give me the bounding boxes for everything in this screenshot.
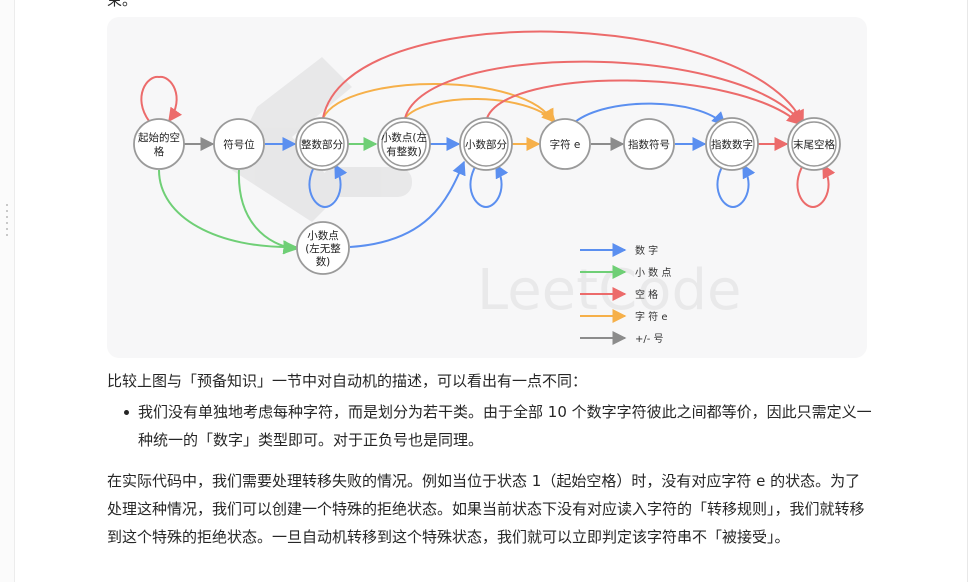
self-loop-integer <box>308 163 348 209</box>
node-sign: 符号位 <box>213 118 265 170</box>
edge-integer-to-e <box>322 83 554 124</box>
node-end-space: 末尾空格 <box>787 117 841 171</box>
legend-label-digit: 数 字 <box>635 244 658 257</box>
node-start-space: 起始的空 格 <box>133 118 185 170</box>
legend-label-point: 小 数 点 <box>635 266 671 279</box>
diagram-svg: LeetCode 起始的空 格 符 <box>133 30 841 345</box>
self-loop-start-space <box>140 75 182 123</box>
node-char-e: 字符 e <box>539 118 591 170</box>
svg-text:整数部分: 整数部分 <box>301 138 343 151</box>
svg-text:指数符号: 指数符号 <box>628 138 670 151</box>
self-loop-exp-number <box>716 163 756 209</box>
legend-label-sign: +/- 号 <box>635 333 664 345</box>
list-item: 我们没有单独地考虑每种字符，而是划分为若干类。由于全部 10 个数字字符彼此之间… <box>107 398 872 454</box>
svg-text:起始的空: 起始的空 <box>138 131 180 144</box>
bullet-dot <box>124 410 129 415</box>
svg-text:(左无整: (左无整 <box>305 242 341 255</box>
node-exp-sign: 指数符号 <box>623 118 675 170</box>
svg-text:格: 格 <box>154 145 165 158</box>
paragraph-comparison: 比较上图与「预备知识」一节中对自动机的描述，可以看出有一点不同： <box>107 372 588 390</box>
node-integer: 整数部分 <box>295 117 349 171</box>
svg-text:末尾空格: 末尾空格 <box>793 138 835 151</box>
svg-text:小数部分: 小数部分 <box>465 138 507 151</box>
watermark-text: LeetCode <box>477 258 741 323</box>
svg-text:数): 数) <box>316 255 331 268</box>
legend: 数 字 小 数 点 空 格 字 符 e +/- 号 <box>580 243 671 345</box>
legend-label-e: 字 符 e <box>635 310 668 323</box>
edge-point-noint-to-fraction <box>349 160 466 248</box>
node-exp-number: 指数数字 <box>705 117 759 171</box>
edge-point-to-e <box>404 98 556 124</box>
edge-start-to-point-noint <box>158 169 298 255</box>
state-machine-diagram: LeetCode 起始的空 格 符 <box>107 17 867 358</box>
svg-text:小数点(左: 小数点(左 <box>381 131 427 144</box>
svg-text:字符 e: 字符 e <box>550 138 581 151</box>
node-point-with-int: 小数点(左 有整数) <box>377 117 431 171</box>
resize-handle[interactable] <box>5 204 9 248</box>
svg-text:指数数字: 指数数字 <box>711 138 753 151</box>
edge-sign-to-point-noint <box>237 169 298 255</box>
node-point-no-int: 小数点 (左无整 数) <box>296 221 350 275</box>
paragraph-implementation: 在实际代码中，我们需要处理转移失败的情况。例如当位于状态 1（起始空格）时，没有… <box>107 472 865 546</box>
list-item-text: 我们没有单独地考虑每种字符，而是划分为若干类。由于全部 10 个数字字符彼此之间… <box>138 403 872 449</box>
bullet-list: 我们没有单独地考虑每种字符，而是划分为若干类。由于全部 10 个数字字符彼此之间… <box>107 398 872 454</box>
edge-point-to-end <box>404 60 803 125</box>
node-fraction: 小数部分 <box>459 117 513 171</box>
self-loop-fraction <box>469 163 509 209</box>
left-gutter <box>0 0 15 582</box>
legend-label-space: 空 格 <box>635 288 658 301</box>
svg-text:有整数): 有整数) <box>386 145 422 158</box>
svg-text:小数点: 小数点 <box>307 229 339 242</box>
svg-text:符号位: 符号位 <box>223 138 255 151</box>
clipped-text-line: 束。 <box>107 0 138 9</box>
edge-fraction-to-end <box>486 79 802 125</box>
edge-integer-to-end <box>322 30 804 125</box>
self-loop-end-space <box>796 163 836 209</box>
edge-e-to-expnumber <box>574 102 726 126</box>
